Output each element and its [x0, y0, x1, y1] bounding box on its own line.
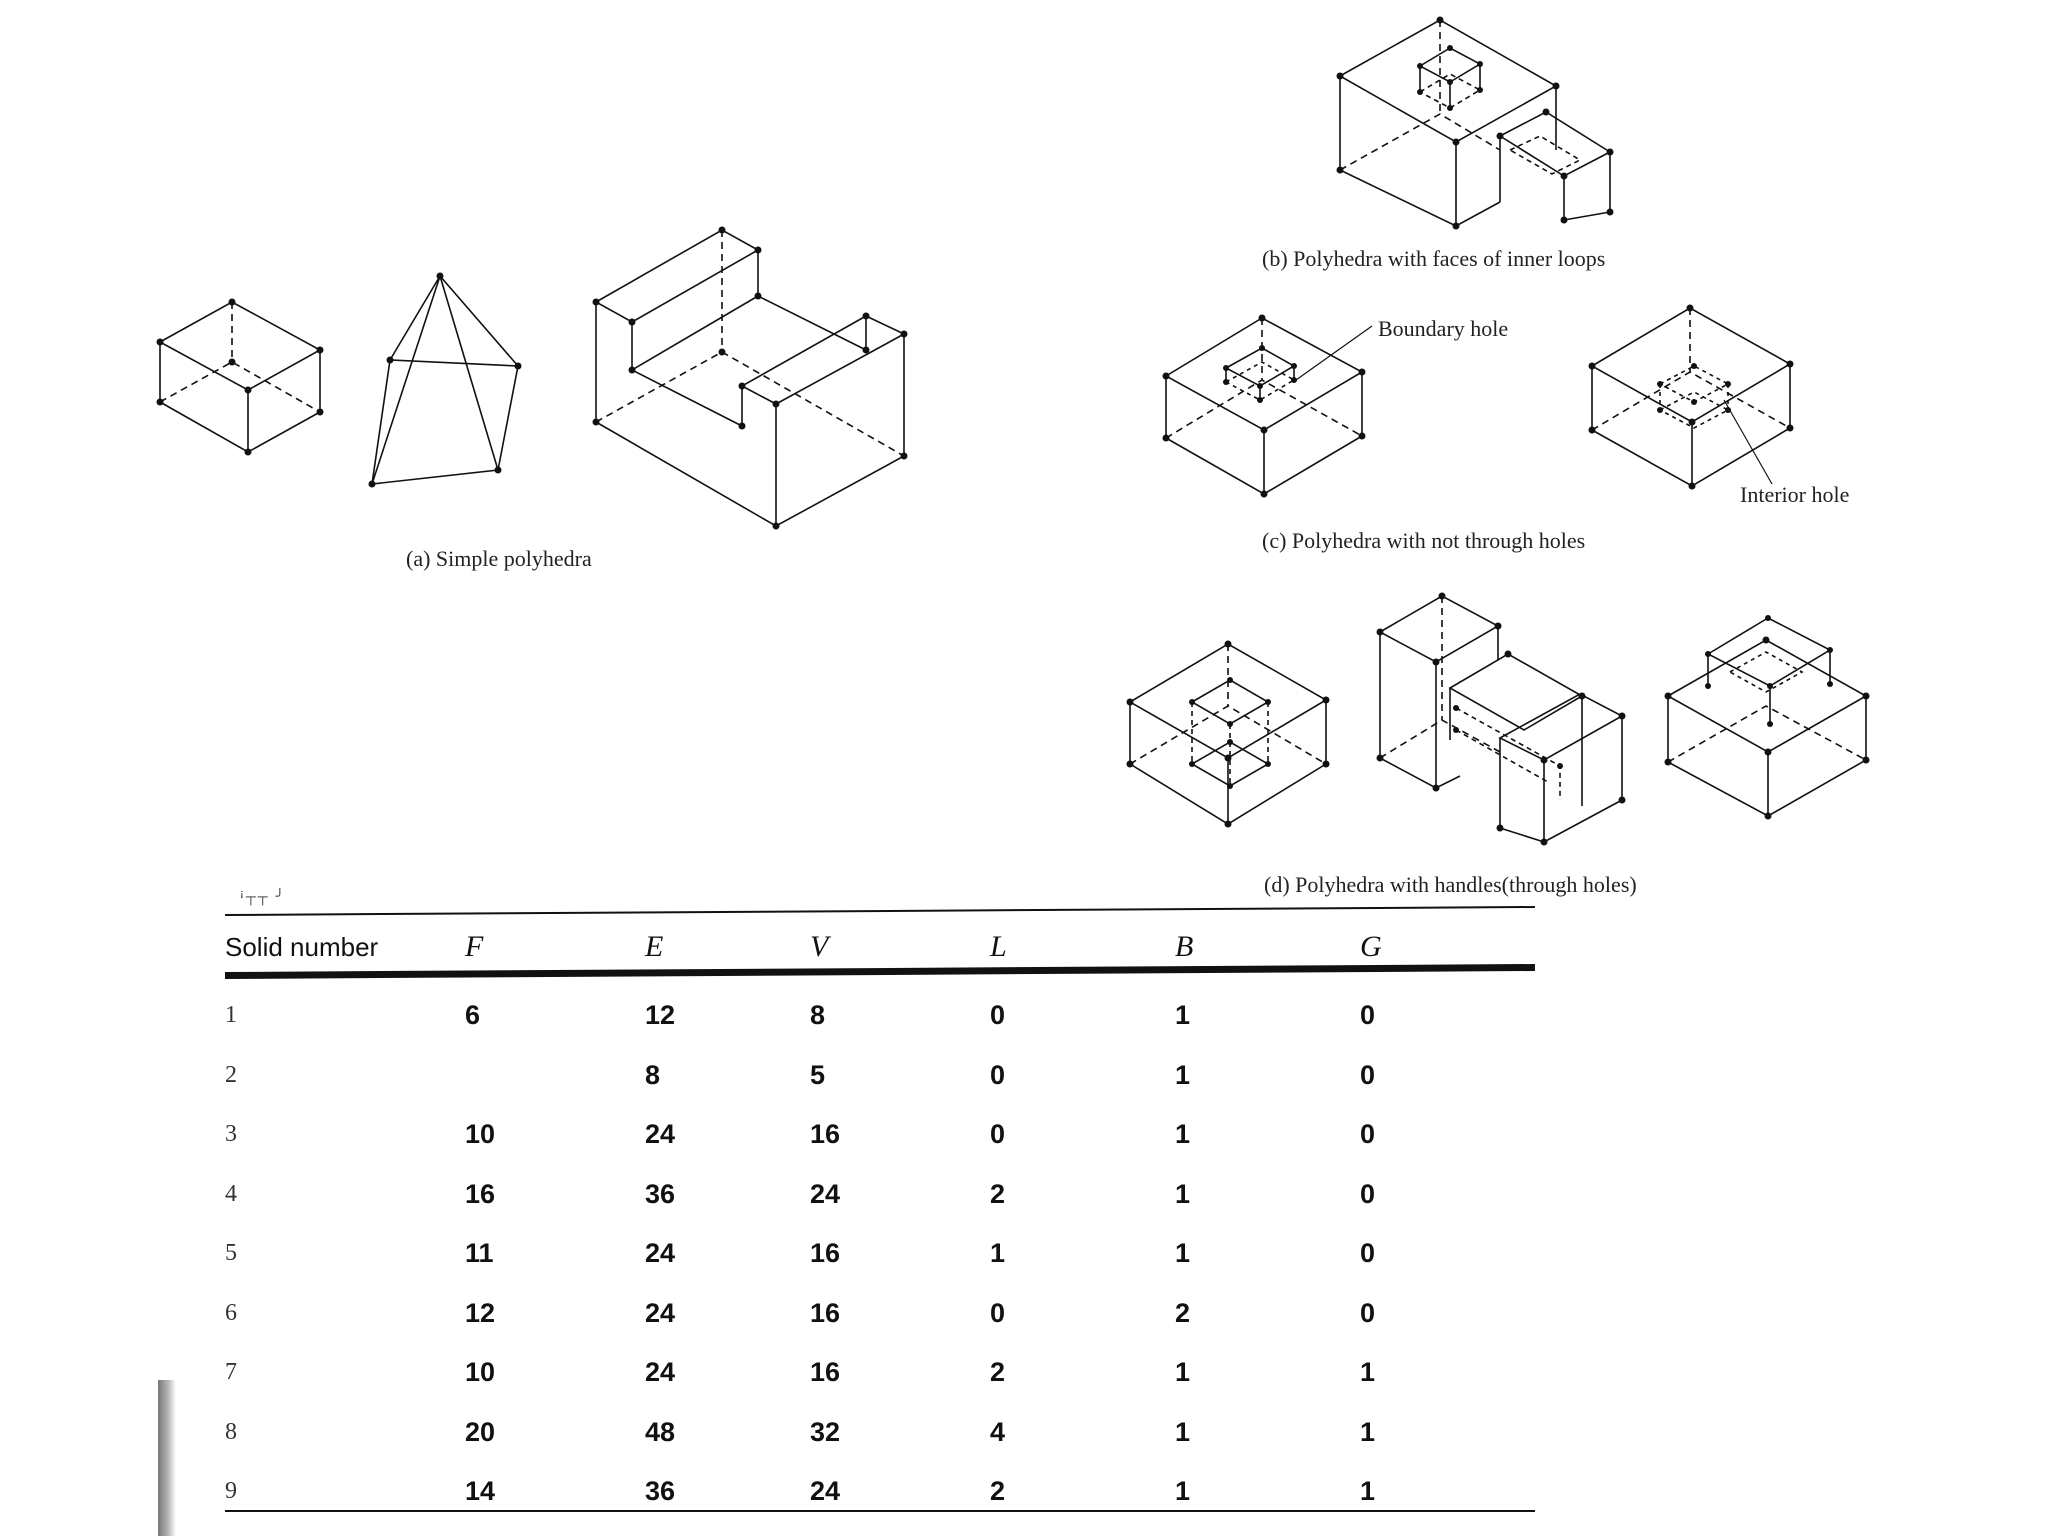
loops-cell: 2: [990, 1357, 1006, 1388]
loops-cell: 0: [990, 1119, 1006, 1150]
vertices-cell: 32: [810, 1416, 841, 1447]
header-loops: L: [990, 930, 1007, 963]
header-solid-number: Solid number: [225, 931, 379, 962]
edges-cell: 24: [645, 1238, 676, 1269]
table-row: 9 14 36 24 2 1 1: [225, 1462, 1535, 1522]
edges-cell: 36: [645, 1476, 676, 1507]
loops-cell: 4: [990, 1416, 1006, 1447]
bodies-cell: 1: [1175, 1357, 1191, 1388]
handle-blocks-drawing: [1378, 595, 1624, 843]
header-vertices: V: [810, 930, 829, 963]
loops-cell: 1: [990, 1238, 1006, 1269]
faces-cell: 10: [465, 1357, 496, 1388]
solid-number-cell: 2: [225, 1061, 237, 1088]
bodies-cell: 1: [1175, 1476, 1191, 1507]
table-row: 4 16 36 24 2 1 0: [225, 1165, 1535, 1225]
vertices-cell: 16: [810, 1238, 841, 1269]
table-marginalia: ꜟ┬┬ ╯: [240, 888, 287, 904]
scan-shadow: [158, 1380, 176, 1536]
edges-cell: 36: [645, 1178, 676, 1209]
label-boundary-hole: Boundary hole: [1378, 316, 1509, 341]
edges-cell: 8: [645, 1059, 661, 1090]
bodies-cell: 1: [1175, 1000, 1191, 1031]
header-edges: E: [645, 930, 664, 963]
genus-cell: 0: [1360, 1059, 1376, 1090]
header-genus: G: [1360, 930, 1382, 963]
vertices-cell: 8: [810, 1000, 826, 1031]
solid-number-cell: 6: [225, 1299, 237, 1326]
faces-cell: 14: [465, 1476, 496, 1507]
bodies-cell: 1: [1175, 1119, 1191, 1150]
edges-cell: 12: [645, 1000, 676, 1031]
solid-number-cell: 7: [225, 1359, 237, 1386]
bodies-cell: 2: [1175, 1297, 1191, 1328]
simple-cube-drawing: [158, 301, 322, 453]
solid-number-cell: 9: [225, 1478, 237, 1505]
table-row: 2 8 5 0 1 0: [225, 1046, 1535, 1106]
table-row: 6 12 24 16 0 2 0: [225, 1284, 1535, 1344]
header-bodies: B: [1175, 930, 1194, 963]
genus-cell: 0: [1360, 1178, 1376, 1209]
caption-simple-polyhedra: (a) Simple polyhedra: [406, 546, 592, 571]
edges-cell: 48: [645, 1416, 676, 1447]
vertices-cell: 16: [810, 1357, 841, 1388]
solid-number-cell: 4: [225, 1180, 237, 1207]
vertices-cell: 24: [810, 1476, 841, 1507]
edges-cell: 24: [645, 1297, 676, 1328]
label-interior-hole: Interior hole: [1740, 482, 1850, 507]
table-row: 8 20 48 32 4 1 1: [225, 1403, 1535, 1463]
loops-cell: 0: [990, 1297, 1006, 1328]
caption-not-through-holes: (c) Polyhedra with not through holes: [1262, 528, 1586, 553]
caption-handles: (d) Polyhedra with handles(through holes…: [1264, 872, 1637, 897]
solid-number-cell: 1: [225, 1002, 237, 1029]
genus-cell: 0: [1360, 1238, 1376, 1269]
interior-hole-block-drawing: [1590, 307, 1792, 487]
loops-cell: 0: [990, 1059, 1006, 1090]
faces-cell: 12: [465, 1297, 496, 1328]
genus-cell: 0: [1360, 1297, 1376, 1328]
table-row: 7 10 24 16 2 1 1: [225, 1343, 1535, 1403]
stepped-block-drawing: [594, 229, 905, 527]
faces-cell: 20: [465, 1416, 496, 1447]
loops-cell: 0: [990, 1000, 1006, 1031]
genus-cell: 1: [1360, 1357, 1376, 1388]
inner-loops-block-drawing: [1338, 19, 1612, 227]
genus-cell: 0: [1360, 1119, 1376, 1150]
genus-cell: 1: [1360, 1476, 1376, 1507]
vertices-cell: 5: [810, 1059, 826, 1090]
genus-cell: 1: [1360, 1416, 1376, 1447]
edges-cell: 24: [645, 1357, 676, 1388]
vertices-cell: 24: [810, 1178, 841, 1209]
pyramid-drawing: [371, 275, 519, 485]
top-handle-block-drawing: [1666, 617, 1868, 817]
solid-number-cell: 5: [225, 1240, 237, 1267]
header-faces: F: [465, 930, 484, 963]
bodies-cell: 1: [1175, 1416, 1191, 1447]
solid-number-cell: 8: [225, 1418, 237, 1445]
loops-cell: 2: [990, 1476, 1006, 1507]
loops-cell: 2: [990, 1178, 1006, 1209]
faces-cell: 16: [465, 1178, 496, 1209]
faces-cell: 11: [465, 1238, 494, 1269]
vertices-cell: 16: [810, 1119, 841, 1150]
bodies-cell: 1: [1175, 1178, 1191, 1209]
table-header-row: Solid number F E V L B G: [225, 922, 1535, 972]
faces-cell: 10: [465, 1119, 496, 1150]
faces-cell: 6: [465, 1000, 481, 1031]
table-bottom-rule: [225, 1510, 1535, 1512]
vertices-cell: 16: [810, 1297, 841, 1328]
caption-inner-loops: (b) Polyhedra with faces of inner loops: [1262, 246, 1606, 271]
through-hole-cube-drawing: [1128, 643, 1328, 825]
edges-cell: 24: [645, 1119, 676, 1150]
solid-number-cell: 3: [225, 1121, 237, 1148]
faces-cell: [465, 1046, 645, 1106]
bodies-cell: 1: [1175, 1238, 1191, 1269]
boundary-hole-block-drawing: [1164, 317, 1373, 495]
genus-cell: 0: [1360, 1000, 1376, 1031]
bodies-cell: 1: [1175, 1059, 1191, 1090]
